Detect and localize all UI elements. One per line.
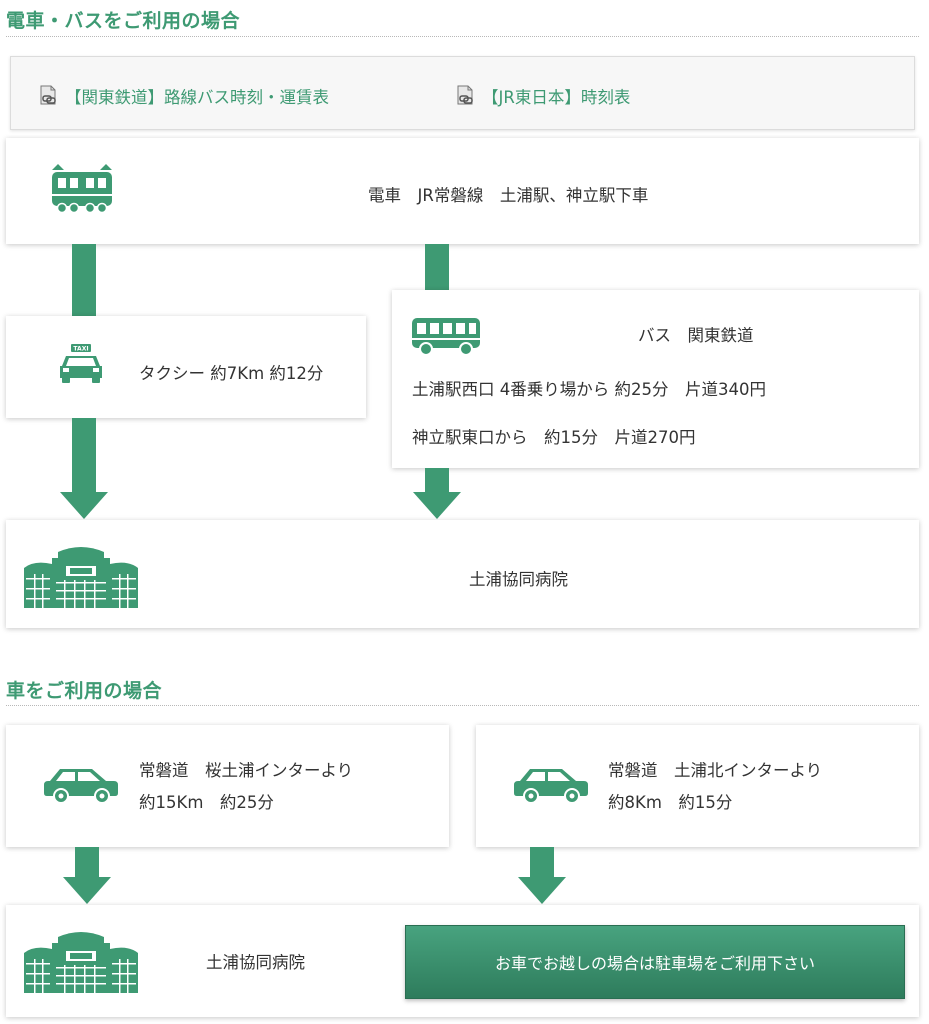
taxi-info-text: タクシー 約7Km 約12分 (139, 364, 324, 383)
train-route-text: 電車 JR常磐線 土浦駅、神立駅下車 (368, 186, 649, 205)
train-card: 電車 JR常磐線 土浦駅、神立駅下車 (6, 138, 919, 244)
svg-text:TAXI: TAXI (73, 346, 88, 353)
down-arrow-icon (518, 847, 566, 909)
down-arrow-icon (63, 847, 111, 909)
down-arrow-icon (413, 468, 461, 524)
route2-line1: 常磐道 土浦北インターより (608, 761, 823, 780)
route1-line1: 常磐道 桜土浦インターより (139, 761, 354, 780)
car-section-title: 車をご利用の場合 (6, 680, 163, 702)
jr-east-timetable-link[interactable]: 【JR東日本】時刻表 (482, 88, 631, 107)
hospital-card-car: 土浦協同病院 お車でお越しの場合は駐車場をご利用下さい (6, 905, 919, 1017)
hospital-card: 土浦協同病院 (6, 520, 919, 628)
train-icon (50, 162, 114, 218)
file-link-icon (38, 85, 58, 105)
taxi-card: TAXI タクシー 約7Km 約12分 (6, 316, 366, 418)
timetable-links-box: 【関東鉄道】路線バス時刻・運賃表 【JR東日本】時刻表 (10, 56, 915, 130)
hospital-icon (22, 546, 140, 614)
car-route-card-sakura-tsuchiura: 常磐道 桜土浦インターより 約15Km 約25分 (6, 725, 449, 847)
car-route-card-tsuchiura-north: 常磐道 土浦北インターより 約8Km 約15分 (476, 725, 919, 847)
parking-info-button[interactable]: お車でお越しの場合は駐車場をご利用下さい (405, 925, 905, 999)
train-bus-section-title: 電車・バスをご利用の場合 (6, 10, 241, 32)
connector-bar (72, 244, 96, 316)
kanto-railway-bus-timetable-link[interactable]: 【関東鉄道】路線バス時刻・運賃表 (65, 88, 329, 107)
down-arrow-icon (60, 418, 108, 524)
hospital-icon (22, 931, 140, 999)
section-divider (6, 705, 919, 706)
file-link-icon (455, 85, 475, 105)
car-icon (44, 765, 120, 809)
car-icon (514, 765, 590, 809)
bus-icon (410, 316, 482, 360)
section-divider (6, 36, 919, 37)
hospital-name: 土浦協同病院 (469, 570, 568, 589)
bus-route-east-exit: 神立駅東口から 約15分 片道270円 (412, 428, 696, 447)
route2-line2: 約8Km 約15分 (608, 793, 733, 812)
route1-line2: 約15Km 約25分 (139, 793, 274, 812)
bus-card: バス 関東鉄道 土浦駅西口 4番乗り場から 約25分 片道340円 神立駅東口か… (392, 290, 919, 468)
bus-route-west-exit: 土浦駅西口 4番乗り場から 約25分 片道340円 (412, 380, 766, 399)
bus-title: バス 関東鉄道 (638, 326, 754, 345)
connector-bar (425, 244, 449, 290)
taxi-icon: TAXI (58, 342, 104, 388)
hospital-name: 土浦協同病院 (206, 953, 305, 972)
